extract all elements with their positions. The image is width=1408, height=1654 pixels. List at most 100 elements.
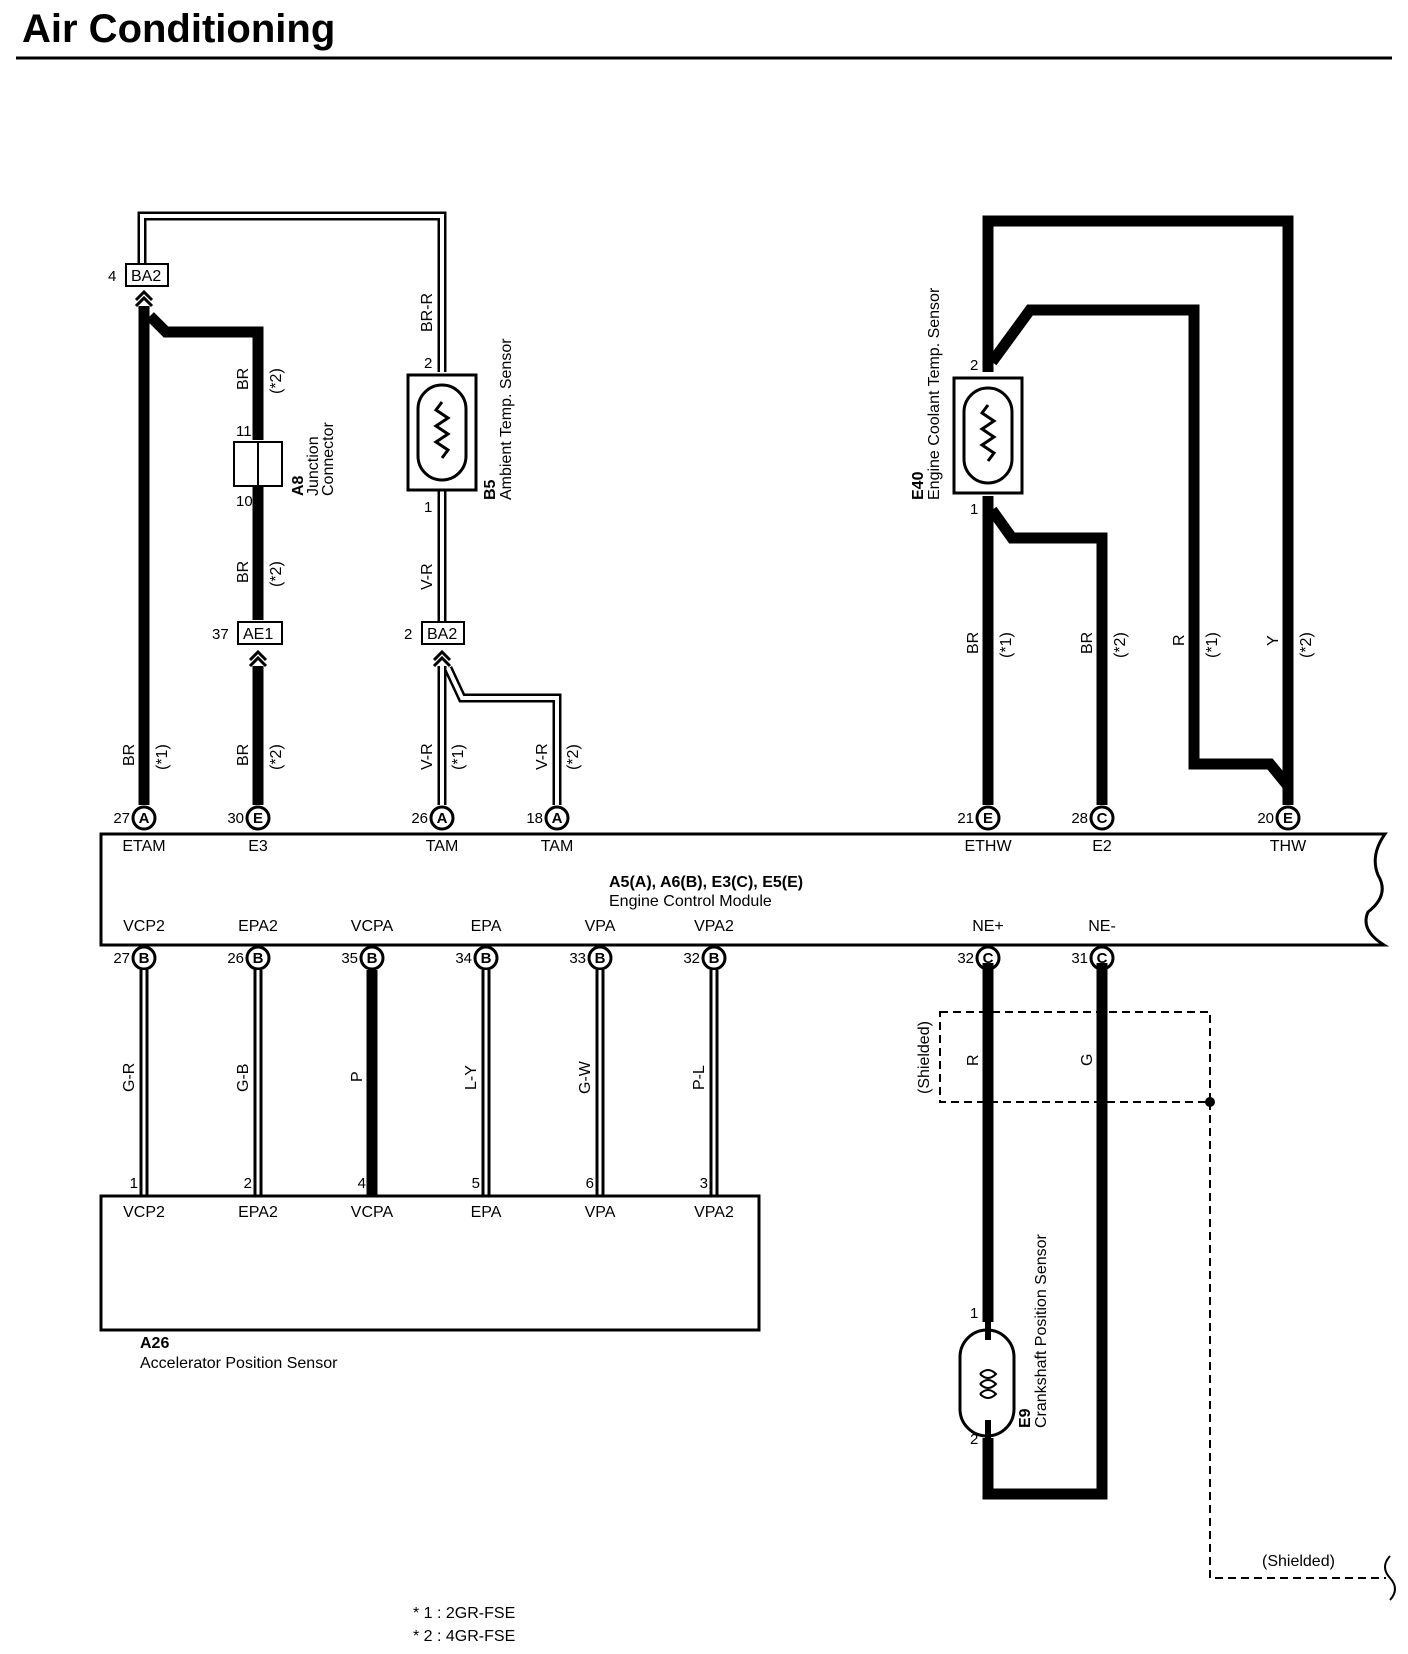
svg-text:37: 37 <box>212 626 229 643</box>
ecm-top-pin-conn: E <box>1283 810 1293 827</box>
page-title: Air Conditioning <box>22 7 335 51</box>
a26-pin-num: 4 <box>358 1175 366 1192</box>
ecm-bottom-pin-conn: B <box>253 950 264 967</box>
svg-text:Junction: Junction <box>305 436 322 496</box>
a26-pin-num: 2 <box>244 1175 252 1192</box>
ecm-bottom-pin-conn: B <box>481 950 492 967</box>
ecm-top-pin-conn: C <box>1097 810 1108 827</box>
svg-text:V-R: V-R <box>419 743 436 770</box>
a26-pin-num: 6 <box>586 1175 594 1192</box>
svg-text:(*2): (*2) <box>268 368 285 394</box>
a26-pin-name: EPA2 <box>238 1204 278 1221</box>
a26-pin-num: 5 <box>472 1175 480 1192</box>
svg-text:(*2): (*2) <box>268 744 285 770</box>
component-ecm: A5(A), A6(B), E3(C), E5(E) Engine Contro… <box>99 832 1390 947</box>
ecm-bottom-pin-name: VPA2 <box>694 918 734 935</box>
ecm-top-pin-1: E30 <box>227 805 271 831</box>
svg-text:BR: BR <box>965 632 982 654</box>
svg-text:L-Y: L-Y <box>463 1065 480 1090</box>
connector-ae1: AE1 37 <box>212 621 283 668</box>
svg-text:E9: E9 <box>1017 1408 1034 1428</box>
ecm-bottom-pin-name: EPA2 <box>238 918 278 935</box>
a26-pin-name: EPA <box>471 1204 502 1221</box>
ecm-top-pin-conn: E <box>253 810 263 827</box>
ecm-bottom-pin-4: B33 <box>569 945 613 971</box>
wire-br-a8-top <box>146 312 264 440</box>
svg-text:2: 2 <box>970 357 978 374</box>
svg-text:Ambient Temp. Sensor: Ambient Temp. Sensor <box>498 338 515 500</box>
shield-box <box>939 1011 1396 1601</box>
a26-pin-name: VPA <box>585 1204 616 1221</box>
ecm-bottom-pin-conn: B <box>139 950 150 967</box>
svg-text:Y: Y <box>1265 635 1282 646</box>
ecm-bottom-pin-3: B 34 <box>455 945 499 971</box>
ecm-bottom-pin-name: NE+ <box>972 918 1004 935</box>
ecm-top-pin-num: 26 <box>411 810 428 827</box>
ecm-bottom-pin-name: EPA <box>471 918 502 935</box>
a26-pin-num: 3 <box>700 1175 708 1192</box>
ecm-top-pin-conn: E <box>983 810 993 827</box>
ecm-bottom-pin-num: 32 <box>957 950 974 967</box>
ecm-top-pin-4: E21 <box>957 805 1001 831</box>
ecm-top-pin-name: THW <box>1270 838 1307 855</box>
component-a8: 11 10 A8 Junction Connector <box>233 422 337 510</box>
svg-text:1: 1 <box>970 501 978 518</box>
svg-text:BR-R: BR-R <box>419 293 436 332</box>
svg-text:4: 4 <box>108 268 116 285</box>
svg-text:BA2: BA2 <box>427 626 457 643</box>
svg-text:(*1): (*1) <box>998 632 1015 658</box>
svg-text:V-R: V-R <box>534 743 551 770</box>
ecm-top-pin-num: 27 <box>113 810 130 827</box>
svg-text:A8: A8 <box>290 475 307 496</box>
footnote-1: * 1 : 2GR-FSE <box>413 1605 515 1622</box>
ecm-top-pin-name: ETAM <box>122 838 165 855</box>
ecm-bottom-pin-num: 34 <box>455 950 472 967</box>
a26-pin-name: VCPA <box>351 1204 394 1221</box>
svg-text:P: P <box>349 1071 366 1082</box>
svg-text:A26: A26 <box>140 1335 169 1352</box>
svg-text:(*1): (*1) <box>154 744 171 770</box>
svg-text:BR: BR <box>121 744 138 766</box>
svg-text:A5(A), A6(B), E3(C), E5(E): A5(A), A6(B), E3(C), E5(E) <box>609 874 803 891</box>
ecm-bottom-pin-conn: C <box>1097 950 1108 967</box>
ecm-top-pin-name: TAM <box>426 838 459 855</box>
svg-text:G-W: G-W <box>577 1060 594 1094</box>
svg-text:BA2: BA2 <box>131 268 161 285</box>
svg-text:AE1: AE1 <box>243 626 273 643</box>
connector-ba2-top: BA2 4 <box>108 263 169 308</box>
wire-tam-2 <box>443 666 562 805</box>
ecm-bottom-pin-name: NE- <box>1088 918 1116 935</box>
svg-text:R: R <box>1171 634 1188 646</box>
a26-pin-name: VCP2 <box>123 1204 165 1221</box>
footnotes: * 1 : 2GR-FSE * 2 : 4GR-FSE <box>413 1605 515 1645</box>
svg-text:(*2): (*2) <box>1298 632 1315 658</box>
svg-text:(*1): (*1) <box>450 744 467 770</box>
ecm-top-pin-num: 18 <box>526 810 543 827</box>
svg-text:E40: E40 <box>910 471 927 500</box>
ecm-top-pin-name: E2 <box>1092 838 1112 855</box>
wire-thw-2 <box>982 215 1294 805</box>
ecm-top-pin-6: E 20 <box>1257 805 1301 831</box>
svg-text:(*2): (*2) <box>268 561 285 587</box>
a26-pin-num: 1 <box>130 1175 138 1192</box>
component-e9: 1 2 E9 Crankshaft Position Sensor <box>958 1233 1050 1448</box>
svg-text:Engine Coolant Temp. Sensor: Engine Coolant Temp. Sensor <box>926 287 943 500</box>
svg-text:11: 11 <box>236 423 252 440</box>
ecm-bottom-pin-num: 26 <box>227 950 244 967</box>
svg-text:BR: BR <box>235 561 252 583</box>
svg-text:(*2): (*2) <box>565 744 582 770</box>
a26-wires <box>139 970 719 1196</box>
ecm-bottom-pins: VCP2B27EPA2B26VCPAB35EPAB34VPAB33VPA2B32… <box>113 918 1116 971</box>
ecm-bottom-pin-1: B 26 <box>227 945 271 971</box>
ecm-bottom-pin-5: B32 <box>683 945 727 971</box>
ecm-top-pin-num: 20 <box>1257 810 1274 827</box>
ecm-bottom-pin-conn: C <box>983 950 994 967</box>
svg-text:Crankshaft Position Sensor: Crankshaft Position Sensor <box>1033 1233 1050 1428</box>
shielded-label-2: (Shielded) <box>1262 1553 1335 1570</box>
ecm-bottom-pin-conn: B <box>595 950 606 967</box>
svg-text:2: 2 <box>970 1431 978 1448</box>
svg-text:Accelerator Position Sensor: Accelerator Position Sensor <box>140 1355 338 1372</box>
svg-text:BR: BR <box>235 744 252 766</box>
ecm-top-pin-conn: A <box>139 810 150 827</box>
